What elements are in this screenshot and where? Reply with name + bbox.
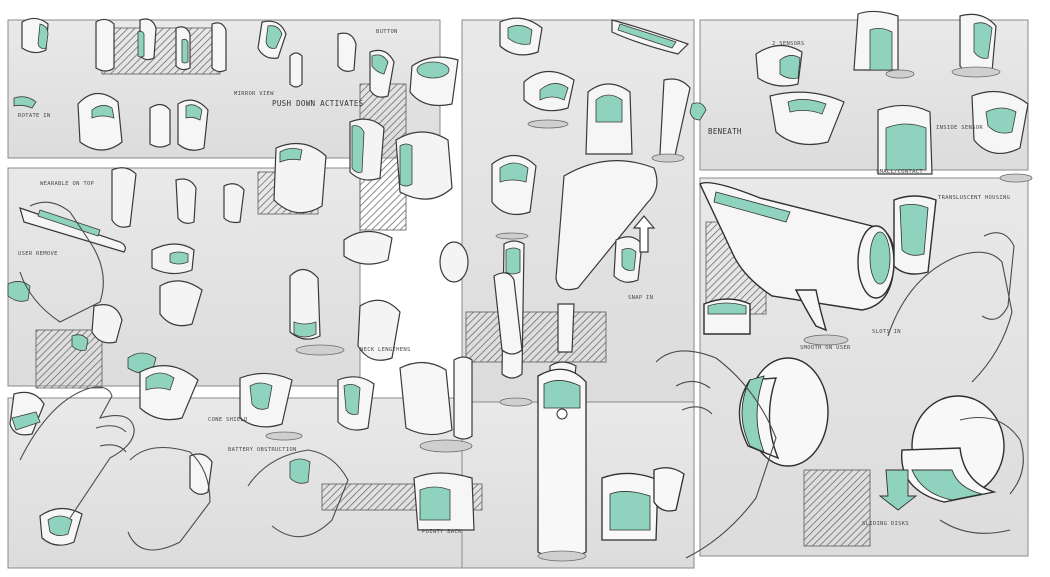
annotation-pointy-back: pointy back: [422, 529, 462, 535]
annotation-button: button: [376, 29, 398, 35]
annotation-snap-in: snap in: [628, 295, 654, 301]
annotation-cone-shield: cone shield: [208, 417, 248, 423]
annotation-battery: battery obstruction: [228, 447, 297, 453]
accent-fills: [779, 22, 1017, 171]
product-sketch-icon: [556, 408, 568, 420]
accent-fills: [499, 23, 707, 275]
accent-fills: [13, 23, 450, 121]
annotation-two-sensors: 2 sensors: [772, 41, 805, 47]
annotation-push-down: push down activates: [272, 99, 364, 108]
accent-fills: [741, 375, 983, 511]
accent-fills: [543, 380, 651, 531]
accent-fills: [7, 125, 413, 374]
product-sketch-icon: [699, 181, 937, 335]
annotation-user-remove: user remove: [18, 251, 58, 257]
accent-fills: [11, 372, 451, 536]
annotation-transluscent: transluscent housing: [938, 195, 1011, 201]
hatch-bottom-right: [803, 469, 871, 547]
annotation-wearable: wearable on top: [40, 181, 95, 187]
annotation-beneath: beneath: [708, 127, 742, 136]
hatch-left-low: [35, 329, 103, 389]
annotation-inside-sensor: inside sensor: [936, 125, 983, 131]
annotation-mirror-view: mirror view: [234, 91, 274, 97]
annotation-neck: neck lengthens: [360, 347, 411, 353]
annotation-rotate-in: rotate in: [18, 113, 51, 119]
floor-shadows: [265, 66, 1033, 562]
annotation-smooth: smooth on user: [800, 345, 851, 351]
accent-fills: [707, 191, 929, 315]
hand-sketch-icon: [19, 201, 1024, 559]
annotation-slots-in: slots in: [872, 329, 901, 335]
annotation-sliding-disks: sliding disks: [862, 521, 909, 527]
annotation-small-contact: small/contact: [876, 169, 923, 175]
hatch-center: [465, 311, 607, 363]
hatch-top: [101, 27, 221, 75]
